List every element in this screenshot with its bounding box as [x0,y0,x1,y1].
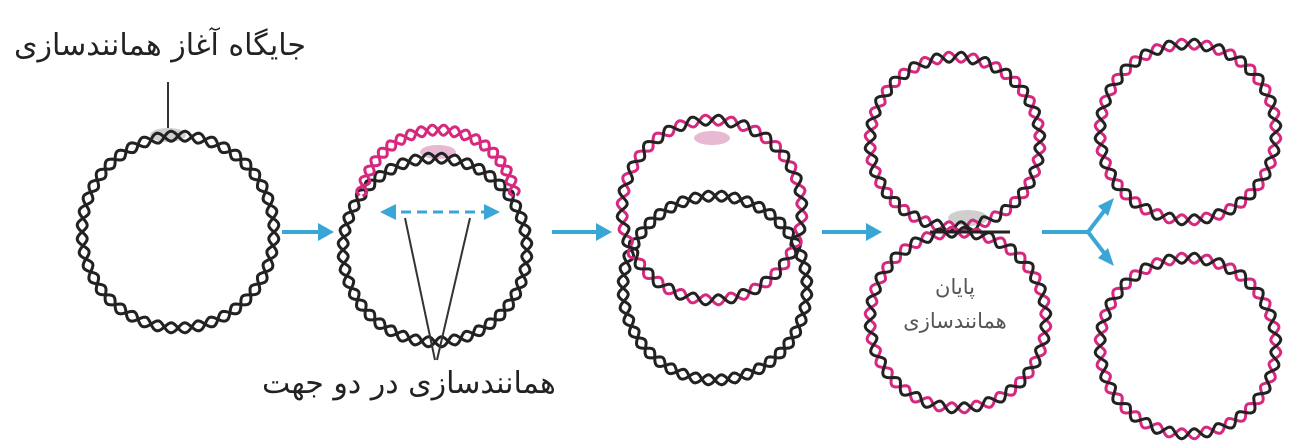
arrow-1 [282,223,334,241]
circle-daughter-top [1095,39,1281,225]
circle-stage2 [338,153,532,347]
arrow-3-head [866,223,882,241]
termination-label: پایان همانندسازی [900,270,1010,338]
dna-circles [77,39,1281,439]
arrow-3 [822,223,882,241]
bidir-left-head [380,204,396,220]
split-arrow [1042,198,1114,266]
circle-stage4-upper [865,52,1045,232]
bidir-pointer-right [437,218,470,360]
circle-stage3-lower [618,191,812,385]
bidirectional-label: همانندسازی در دو جهت [262,366,556,401]
circle-daughter-bottom [1095,253,1281,439]
termination-label-line1: پایان [900,270,1010,304]
arrow-1-head [318,223,334,241]
arrow-2-head [596,223,612,241]
circle-stage1 [77,131,279,333]
stage3-highlight [694,131,730,145]
origin-label: جایگاه آغاز همانندسازی [14,28,306,63]
bidir-right-head [484,204,500,220]
termination-label-line2: همانندسازی [900,304,1010,338]
arrow-2 [552,223,612,241]
